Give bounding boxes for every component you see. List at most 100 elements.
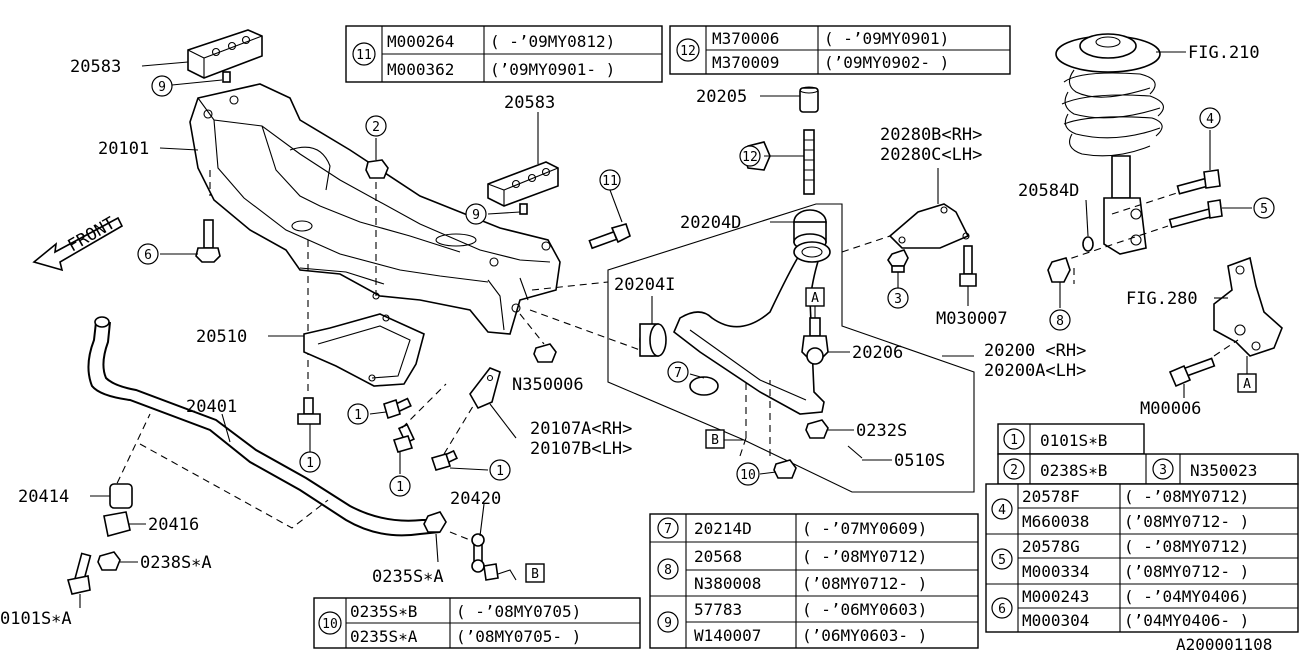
callout-0235sA: 0235S∗A [372, 567, 444, 587]
table-ref-4-5-6: 4 5 6 20578F ( -’08MY0712) M660038 (’08M… [985, 483, 1299, 633]
svg-text:8: 8 [664, 563, 672, 578]
ref-1a: 1 [299, 451, 321, 473]
svg-text:( -’06MY0603): ( -’06MY0603) [802, 600, 927, 619]
ref-9-mid: 9 [465, 203, 487, 225]
svg-text:6: 6 [144, 248, 152, 263]
svg-text:57783: 57783 [694, 600, 742, 619]
callout-20280b: 20280B<RH> [880, 125, 982, 145]
nut-8-icon [1047, 257, 1071, 283]
svg-text:7: 7 [664, 522, 672, 537]
nut-0238sA-icon [97, 551, 121, 571]
bushing-20204i-icon [639, 323, 667, 357]
ref-box-a-knuckle: A [1237, 373, 1257, 393]
bolt-1c-icon [392, 423, 415, 453]
svg-text:7: 7 [674, 366, 682, 381]
ref-box-a-arm: A [805, 287, 825, 307]
nut-2-icon [365, 159, 389, 179]
svg-text:M000334: M000334 [1022, 562, 1089, 581]
lower-arm-icon [673, 241, 831, 415]
bolt-m00006-icon [1168, 357, 1216, 388]
svg-text:6: 6 [998, 602, 1006, 617]
svg-text:M000304: M000304 [1022, 611, 1089, 630]
svg-text:(’08MY0712- ): (’08MY0712- ) [1124, 562, 1249, 581]
svg-text:(’08MY0712- ): (’08MY0712- ) [802, 574, 927, 593]
stopper-7-icon [689, 376, 719, 396]
svg-text:( -’04MY0406): ( -’04MY0406) [1124, 587, 1249, 606]
svg-text:5: 5 [998, 553, 1006, 568]
callout-n350006: N350006 [512, 375, 584, 395]
svg-text:M000264: M000264 [387, 32, 454, 51]
svg-text:N380008: N380008 [694, 574, 761, 593]
bracket-20510-icon [303, 313, 425, 387]
svg-text:( -’09MY0901): ( -’09MY0901) [824, 29, 949, 48]
svg-text:11: 11 [602, 174, 618, 189]
ref-6: 6 [137, 243, 159, 265]
callout-m030007: M030007 [936, 309, 1008, 329]
table-ref-10: 10 0235S∗B ( -’08MY0705) 0235S∗A (’08MY0… [313, 597, 641, 649]
ball-joint-20206-icon [801, 317, 829, 365]
callout-0232s: 0232S [856, 421, 907, 441]
svg-text:11: 11 [356, 48, 372, 63]
bolt-5-icon [1168, 199, 1223, 229]
svg-text:( -’08MY0712): ( -’08MY0712) [802, 547, 927, 566]
svg-text:1: 1 [306, 456, 314, 471]
ref-5: 5 [1253, 197, 1275, 219]
svg-text:20568: 20568 [694, 547, 742, 566]
svg-text:0101S∗B: 0101S∗B [1040, 431, 1107, 450]
svg-text:2: 2 [1010, 463, 1018, 478]
ref-3: 3 [887, 287, 909, 309]
bolt-6-icon [195, 219, 221, 263]
nut-0232s-icon [805, 419, 829, 439]
svg-text:0238S∗B: 0238S∗B [1040, 461, 1107, 480]
svg-text:(’09MY0902- ): (’09MY0902- ) [824, 53, 949, 72]
stabilizer-link-icon [423, 511, 499, 581]
svg-text:(’09MY0901- ): (’09MY0901- ) [490, 60, 615, 79]
callout-20204d: 20204D [680, 213, 741, 233]
callout-20200a: 20200A<LH> [984, 361, 1086, 381]
callout-20200: 20200 <RH> [984, 341, 1086, 361]
svg-text:4: 4 [1206, 112, 1214, 127]
svg-text:3: 3 [894, 292, 902, 307]
svg-text:( -’07MY0609): ( -’07MY0609) [802, 519, 927, 538]
callout-20204i: 20204I [614, 275, 675, 295]
callout-20583-top: 20583 [70, 57, 121, 77]
callout-20414: 20414 [18, 487, 69, 507]
bolt-4-icon [1176, 169, 1221, 195]
clamp-20416-icon [103, 511, 131, 537]
callout-m00006: M00006 [1140, 399, 1201, 419]
callout-20101: 20101 [98, 139, 149, 159]
stabilizer-bar-icon [87, 316, 441, 537]
svg-text:20214D: 20214D [694, 519, 752, 538]
callout-0238sA: 0238S∗A [140, 553, 212, 573]
ref-7: 7 [667, 361, 689, 383]
callout-20510: 20510 [196, 327, 247, 347]
bolt-1d-icon [430, 449, 459, 471]
svg-text:M000362: M000362 [387, 60, 454, 79]
ref-box-b-arm: B [705, 429, 725, 449]
callout-20107a: 20107A<RH> [530, 419, 632, 439]
nut-n350006-icon [533, 343, 557, 363]
svg-text:9: 9 [664, 616, 672, 631]
ref-10: 10 [736, 462, 760, 486]
ref-1b: 1 [347, 403, 369, 425]
svg-text:( -’08MY0712): ( -’08MY0712) [1124, 537, 1249, 556]
callout-20420: 20420 [450, 489, 501, 509]
svg-text:20578F: 20578F [1022, 487, 1080, 506]
diagram-id: A200001108 [1176, 635, 1272, 653]
front-label: FRONT [65, 213, 119, 256]
svg-text:9: 9 [158, 80, 166, 95]
svg-text:B: B [531, 567, 539, 582]
bolt-0101sA-icon [66, 552, 92, 595]
mount-block-top-icon [187, 29, 263, 83]
ref-1c: 1 [389, 475, 411, 497]
bolt-m030007-icon [959, 245, 977, 287]
bracket-20107-icon [469, 367, 501, 410]
mount-block-mid-icon [487, 161, 559, 215]
svg-text:A: A [811, 291, 819, 306]
svg-text:(’06MY0603- ): (’06MY0603- ) [802, 626, 927, 645]
table-ref-7-8-9: 7 8 9 20214D ( -’07MY0609) 20568 ( -’08M… [649, 513, 979, 649]
svg-text:3: 3 [1159, 463, 1167, 478]
svg-text:12: 12 [680, 44, 696, 59]
svg-text:1: 1 [354, 408, 362, 423]
